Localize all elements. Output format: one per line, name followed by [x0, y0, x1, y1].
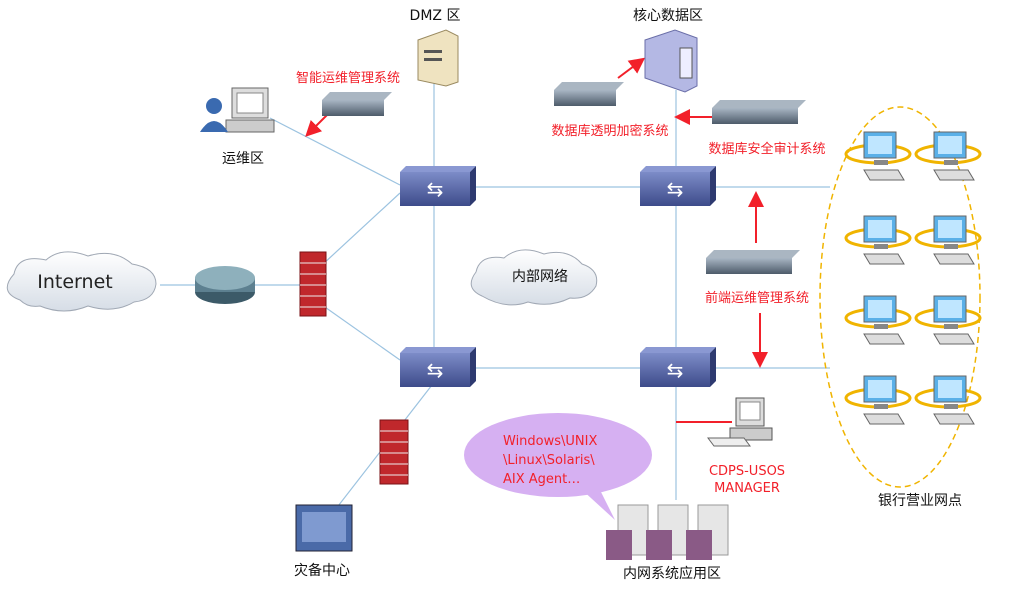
svg-text:⇆: ⇆ — [667, 358, 684, 382]
dmz-server-icon — [417, 29, 459, 87]
db-encryption-appliance-icon — [554, 82, 624, 106]
bank-branches-boundary — [819, 106, 981, 488]
intranet-apps-label: 内网系统应用区 — [623, 565, 721, 582]
disaster-recovery-server-icon — [295, 504, 353, 552]
cdps-manager-workstation-icon — [707, 397, 773, 447]
branch-pc-icon — [844, 131, 912, 181]
db-audit-label: 数据库安全审计系统 — [708, 141, 825, 157]
branch-pc-icon — [914, 375, 982, 425]
branch-pc-icon — [914, 215, 982, 265]
branch-pc-icon — [844, 295, 912, 345]
cdps-label-line-2: MANAGER — [714, 481, 780, 496]
svg-text:⇆: ⇆ — [667, 177, 684, 201]
smart-ops-label: 智能运维管理系统 — [296, 71, 400, 86]
agent-line-1: Windows\UNIX — [503, 434, 597, 449]
internal-network-cloud-icon — [470, 249, 598, 306]
ops-zone-label: 运维区 — [222, 151, 264, 167]
firewall-disaster-icon — [379, 419, 409, 485]
smart-ops-appliance-icon — [322, 92, 392, 116]
svg-text:⇆: ⇆ — [427, 358, 444, 382]
branch-pc-icon — [914, 131, 982, 181]
branch-pc-icon — [914, 295, 982, 345]
internet-label: Internet — [37, 271, 112, 293]
frontend-ops-appliance-icon — [706, 250, 800, 274]
disaster-recovery-label: 灾备中心 — [294, 562, 350, 579]
db-encryption-label: 数据库透明加密系统 — [551, 123, 668, 139]
ops-workstation-icon — [200, 87, 275, 133]
db-encryption-arrow — [617, 57, 646, 79]
cdps-label-line-1: CDPS-USOS — [709, 464, 785, 479]
agent-line-3: AIX Agent… — [503, 472, 580, 487]
frontend-ops-label: 前端运维管理系统 — [705, 290, 809, 306]
router-icon — [195, 266, 255, 304]
switch-top-left: ⇆ — [400, 166, 476, 206]
branch-computers — [844, 131, 982, 425]
firewall-icon — [299, 251, 327, 317]
switch-bottom-left: ⇆ — [400, 347, 476, 387]
switch-bottom-right: ⇆ — [640, 347, 716, 387]
svg-text:⇆: ⇆ — [427, 177, 444, 201]
agent-speech-bubble — [464, 413, 652, 520]
db-audit-appliance-icon — [712, 100, 806, 124]
core-data-label: 核心数据区 — [633, 8, 703, 24]
agent-line-2: \Linux\Solaris\ — [503, 453, 595, 468]
intranet-app-servers-icon — [606, 504, 729, 560]
bank-branches-label: 银行营业网点 — [878, 493, 962, 509]
switch-top-right: ⇆ — [640, 166, 716, 206]
dmz-label: DMZ 区 — [410, 8, 461, 24]
red-arrows — [305, 57, 768, 368]
branch-pc-icon — [844, 215, 912, 265]
core-database-server-icon — [644, 29, 698, 93]
internal-network-label: 内部网络 — [512, 269, 568, 285]
branch-pc-icon — [844, 375, 912, 425]
internet-cloud-icon — [6, 251, 157, 312]
